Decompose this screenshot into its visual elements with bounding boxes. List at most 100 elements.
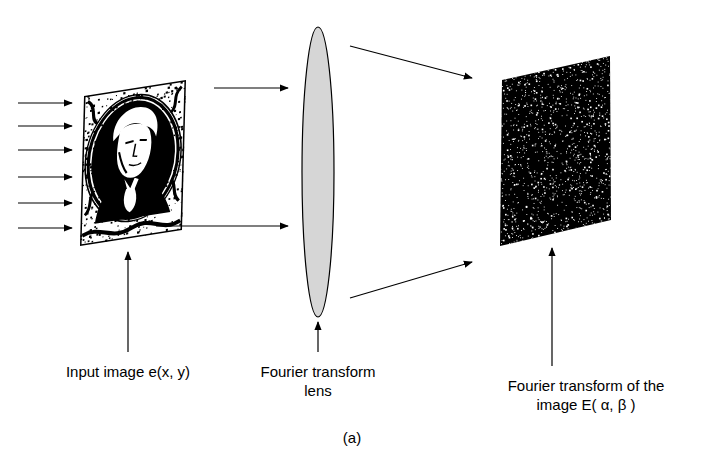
speckle: [518, 105, 520, 107]
speckle: [513, 140, 515, 142]
speckle: [512, 216, 514, 218]
speckle: [571, 185, 573, 187]
speckle: [526, 60, 528, 62]
speckle: [522, 128, 524, 130]
halftone-dot: [98, 99, 100, 101]
speckle: [535, 143, 537, 145]
speckle: [511, 88, 513, 90]
speckle: [580, 162, 582, 164]
speckle: [594, 72, 596, 74]
speckle: [558, 60, 560, 62]
speckle: [589, 64, 591, 66]
speckle: [547, 83, 549, 85]
speckle: [598, 196, 600, 198]
speckle: [548, 238, 550, 240]
speckle: [518, 103, 520, 105]
speckle: [534, 172, 536, 174]
speckle: [559, 91, 561, 93]
speckle: [579, 238, 581, 240]
speckle: [585, 237, 587, 239]
speckle: [513, 138, 515, 140]
speckle: [567, 166, 569, 168]
speckle: [589, 186, 591, 188]
speckle: [576, 180, 578, 182]
speckle: [595, 231, 597, 233]
speckle: [579, 175, 581, 177]
speckle: [565, 205, 567, 207]
speckle: [502, 107, 504, 109]
speckle: [598, 230, 600, 232]
speckle: [581, 71, 583, 73]
speckle: [537, 112, 539, 114]
speckle: [590, 246, 592, 248]
speckle: [547, 162, 549, 164]
speckle: [597, 58, 599, 60]
speckle: [571, 230, 573, 232]
speckle: [590, 116, 592, 118]
speckle: [516, 184, 518, 186]
speckle: [586, 169, 588, 171]
speckle: [532, 220, 534, 222]
speckle: [545, 140, 547, 142]
halftone-dot: [91, 218, 92, 220]
speckle: [542, 221, 544, 223]
speckle: [512, 201, 514, 203]
speckle: [550, 118, 552, 120]
speckle: [520, 63, 522, 65]
speckle: [511, 221, 513, 223]
speckle: [540, 226, 542, 228]
speckle: [532, 214, 534, 216]
speckle: [592, 205, 594, 207]
speckle: [498, 73, 500, 75]
speckle: [541, 137, 543, 139]
speckle: [585, 71, 587, 73]
speckle: [509, 173, 511, 175]
speckle: [549, 156, 551, 158]
speckle: [577, 155, 579, 157]
speckle: [607, 85, 609, 87]
speckle: [607, 214, 609, 216]
speckle: [599, 218, 601, 220]
speckle: [553, 245, 555, 247]
halftone-dot: [117, 225, 118, 226]
speckle: [570, 166, 572, 168]
halftone-dot: [84, 203, 86, 205]
speckle: [499, 80, 501, 82]
speckle: [600, 79, 602, 81]
speckle: [600, 86, 602, 88]
speckle: [583, 54, 585, 56]
speckle: [512, 214, 514, 216]
speckle: [565, 221, 567, 223]
speckle: [543, 110, 545, 112]
halftone-dot: [85, 130, 87, 132]
speckle: [604, 113, 606, 115]
speckle: [534, 229, 536, 231]
speckle: [556, 125, 558, 127]
speckle: [604, 71, 606, 73]
speckle: [516, 239, 518, 241]
halftone-dot: [175, 114, 177, 115]
speckle: [571, 211, 573, 213]
speckle: [574, 101, 576, 103]
speckle: [561, 91, 563, 93]
speckle: [516, 197, 518, 199]
speckle: [597, 188, 599, 190]
speckle: [575, 157, 577, 159]
speckle: [532, 207, 534, 209]
speckle: [544, 189, 546, 191]
speckle: [590, 128, 592, 130]
speckle: [534, 145, 536, 147]
speckle: [571, 169, 573, 171]
halftone-dot: [181, 128, 183, 130]
speckle: [506, 120, 508, 122]
speckle: [612, 135, 614, 137]
speckle: [532, 242, 534, 244]
speckle: [568, 54, 570, 56]
speckle: [507, 87, 509, 89]
speckle: [594, 130, 596, 132]
speckle: [591, 158, 593, 160]
speckle: [600, 181, 602, 183]
speckle: [544, 227, 546, 229]
speckle: [583, 87, 585, 89]
speckle: [600, 247, 602, 249]
